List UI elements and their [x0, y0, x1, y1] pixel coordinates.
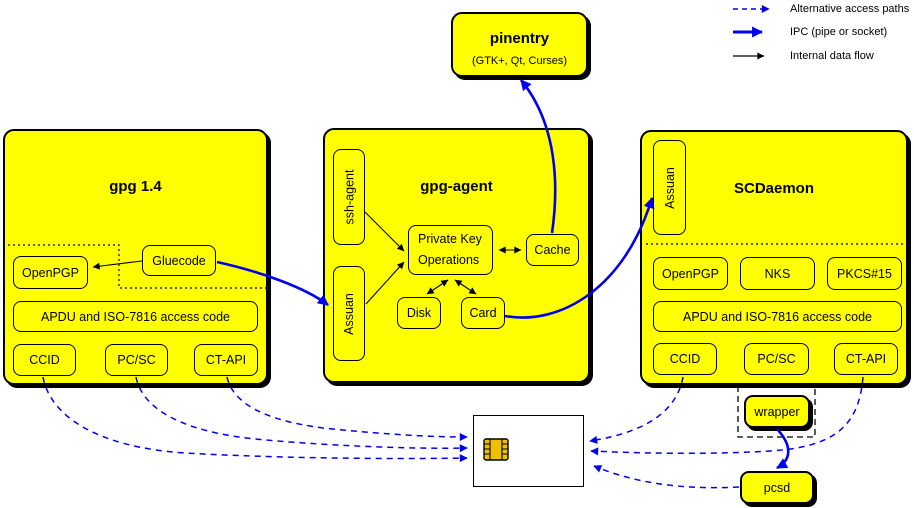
gpg14-title: gpg 1.4	[109, 178, 162, 195]
scdaemon-title: SCDaemon	[733, 180, 815, 197]
agent-card-node: Card	[461, 297, 505, 329]
pinentry-title: pinentry	[489, 30, 550, 47]
agent-cache-node: Cache	[526, 234, 579, 266]
scd-apdu-node: APDU and ISO-7816 access code	[653, 301, 902, 332]
scd-nks-node: NKS	[740, 257, 815, 290]
legend-label-internal: Internal data flow	[790, 50, 874, 62]
gpg14-openpgp-node: OpenPGP	[13, 256, 88, 289]
gpg14-apdu-node: APDU and ISO-7816 access code	[13, 301, 258, 332]
pinentry-box: pinentry (GTK+, Qt, Curses)	[451, 12, 588, 77]
scd-pcsc-node: PC/SC	[744, 343, 809, 375]
alt-gpg14-ccid-to-card	[42, 376, 468, 463]
gpg14-pcsc-node: PC/SC	[105, 344, 168, 376]
alt-scd-ctapi-to-card	[590, 376, 864, 456]
smartcard	[473, 415, 584, 487]
scd-assuan-node: Assuan	[653, 140, 686, 235]
ipc-wrapper-to-pcsd	[776, 428, 790, 470]
scd-openpgp-node: OpenPGP	[653, 257, 728, 290]
gpg-agent-title: gpg-agent	[420, 178, 493, 195]
agent-ssh-agent-node: ssh-agent	[333, 149, 365, 245]
gpg14-ccid-node: CCID	[13, 344, 76, 376]
scd-ctapi-node: CT-API	[834, 343, 898, 375]
agent-ssh-agent-label: ssh-agent	[342, 169, 356, 225]
gpg14-ctapi-node: CT-API	[194, 344, 258, 376]
legend-label-alternative: Alternative access paths	[790, 3, 910, 15]
alt-gpg14-pcsc-to-card	[135, 376, 468, 453]
wrapper-node: wrapper	[744, 395, 810, 428]
pcsd-node: pcsd	[740, 471, 814, 504]
alt-scd-ccid-to-card	[589, 376, 684, 444]
agent-assuan-label: Assuan	[342, 292, 357, 335]
agent-disk-node: Disk	[397, 297, 441, 329]
scd-ccid-node: CCID	[653, 343, 717, 375]
alt-pcsd-to-card	[593, 465, 740, 489]
agent-assuan-node: Assuan	[333, 266, 365, 361]
scd-pkcs15-node: PKCS#15	[827, 257, 902, 290]
legend-label-ipc: IPC (pipe or socket)	[790, 26, 888, 38]
alt-gpg14-ctapi-to-card	[226, 376, 468, 441]
agent-private-key-ops-node: Private Key Operations	[408, 225, 493, 275]
gpg14-gluecode-node: Gluecode	[142, 245, 216, 276]
pinentry-subtitle: (GTK+, Qt, Curses)	[471, 55, 568, 67]
scd-assuan-label: Assuan	[662, 166, 677, 209]
